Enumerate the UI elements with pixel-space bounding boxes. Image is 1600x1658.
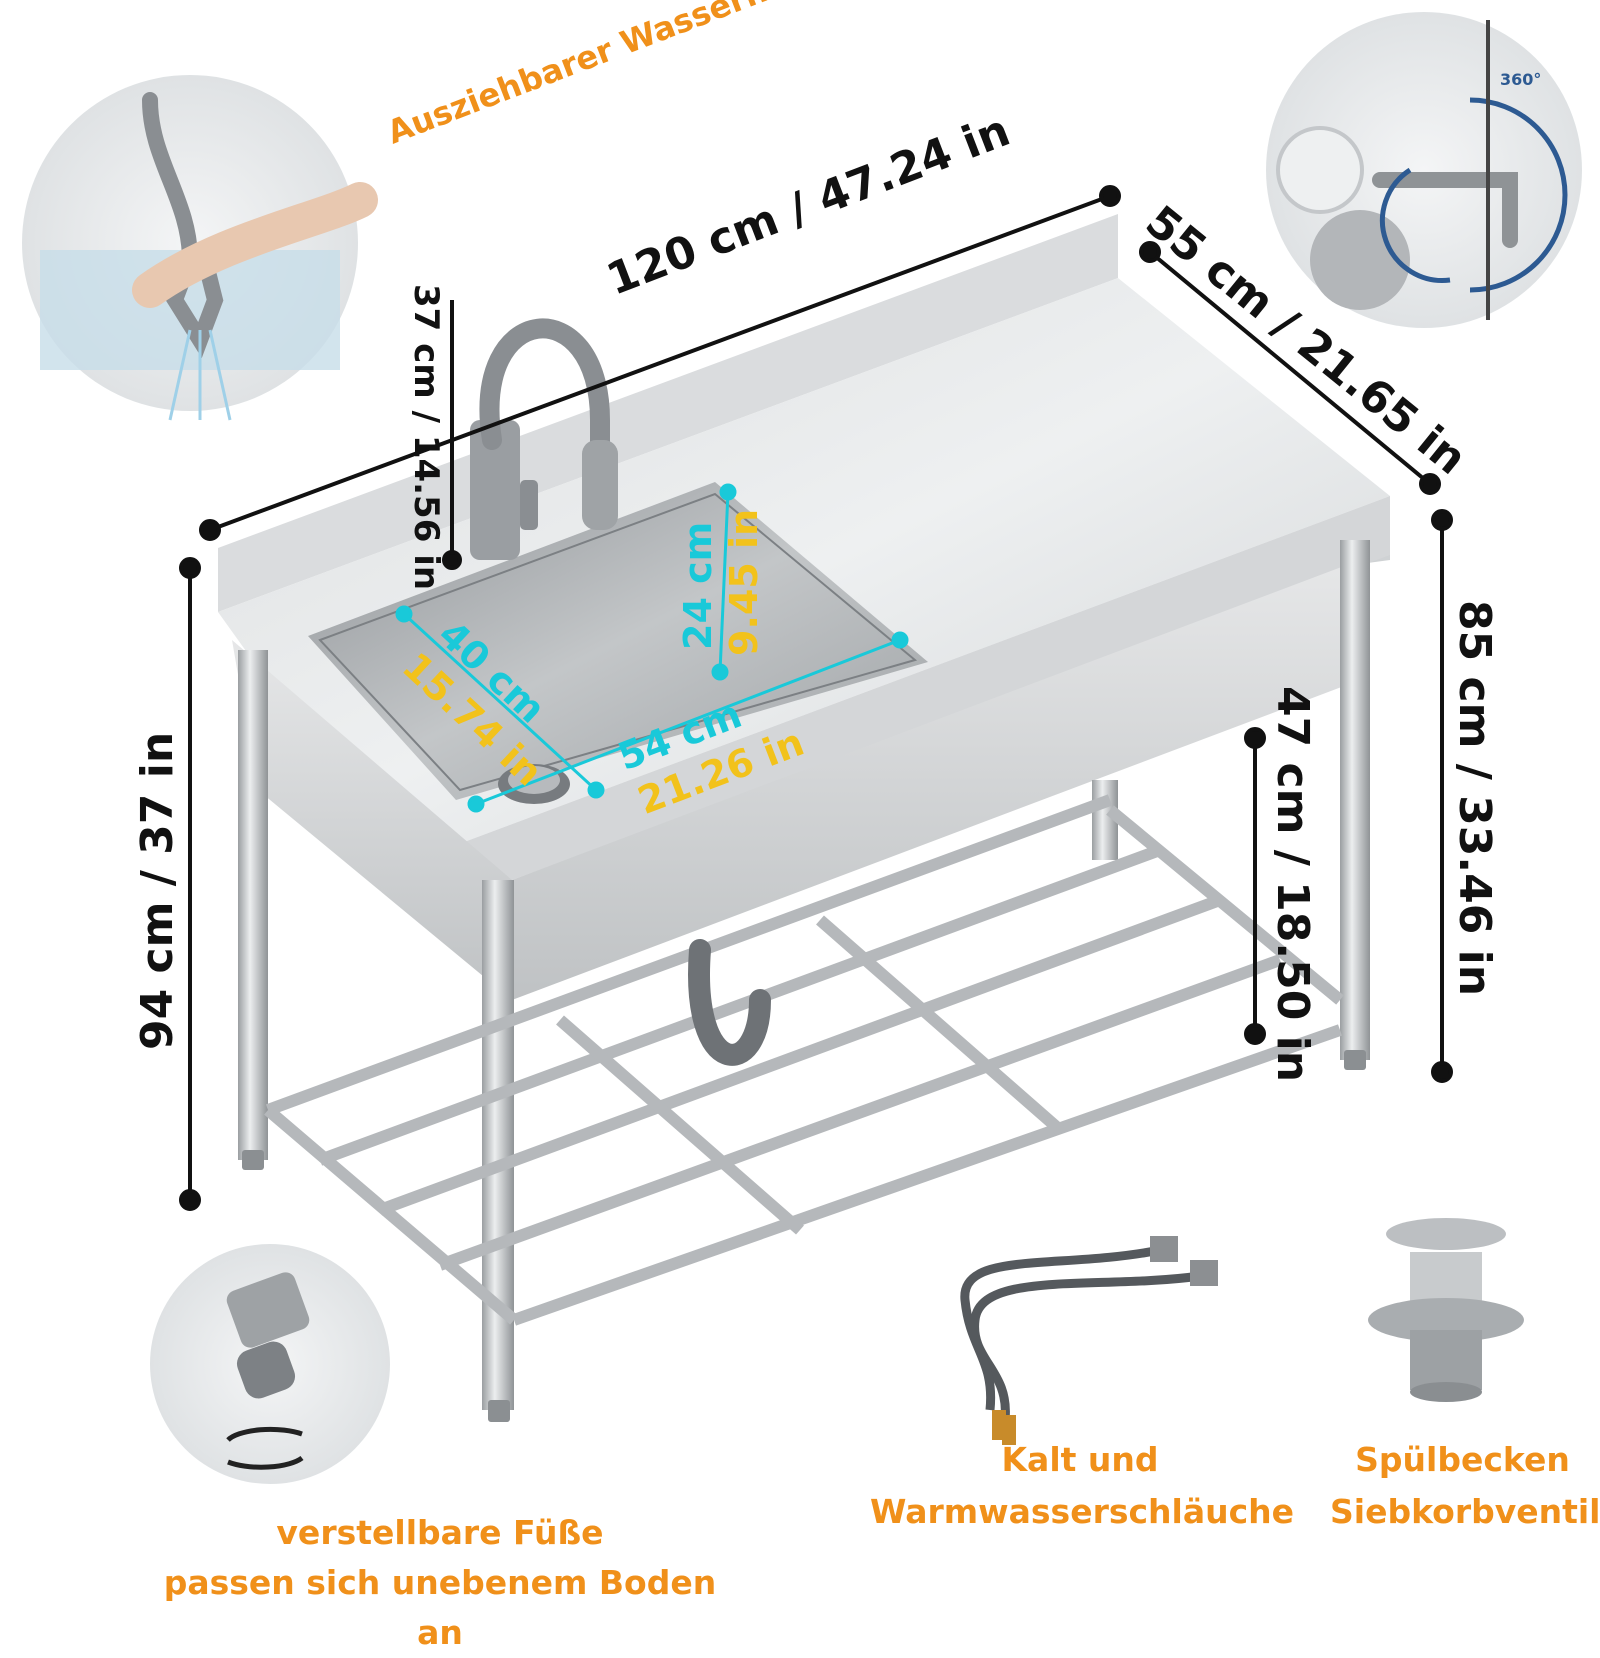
leg-front-right bbox=[1340, 540, 1370, 1060]
strainer-caption: Spülbecken Siebkorbventil bbox=[1330, 1434, 1600, 1538]
sink-basin bbox=[308, 482, 928, 800]
sink-illustration bbox=[22, 12, 1582, 1484]
strainer-basket bbox=[1368, 1218, 1524, 1402]
counter-height-dimension: 85 cm / 33.46 in bbox=[1449, 600, 1500, 997]
total-height-dimension: 94 cm / 37 in bbox=[132, 731, 183, 1050]
drain-hose bbox=[688, 939, 771, 1066]
basin-depth-cm: 24 cm bbox=[676, 521, 720, 650]
water-hoses bbox=[960, 1245, 1201, 1421]
dimension-lines bbox=[179, 185, 1453, 1211]
feet-caption-line2: passen sich unebenem Boden an bbox=[163, 1563, 717, 1652]
apron-left bbox=[232, 640, 512, 1000]
strainer-caption-line1: Spülbecken bbox=[1355, 1440, 1570, 1479]
shelf-height-dimension: 47 cm / 18.50 in bbox=[1267, 686, 1318, 1083]
hoses-caption-line1: Kalt und bbox=[1001, 1440, 1159, 1479]
basin-measure-lines bbox=[395, 483, 909, 813]
rotation-badge: 360° bbox=[1500, 70, 1542, 89]
backsplash-height-dimension: 37 cm / 14.56 in bbox=[406, 284, 446, 591]
hoses-caption-line2: Warmwasserschläuche bbox=[870, 1492, 1295, 1531]
backsplash bbox=[218, 214, 1118, 612]
strainer-caption-line2: Siebkorbventil bbox=[1330, 1492, 1600, 1531]
apron-front bbox=[512, 560, 1360, 1000]
leg-back-left bbox=[238, 650, 268, 1160]
feet-caption: verstellbare Füße passen sich unebenem B… bbox=[140, 1508, 740, 1658]
hoses-caption: Kalt und Warmwasserschläuche bbox=[870, 1434, 1295, 1538]
lower-shelf bbox=[264, 794, 1344, 1326]
feet-caption-line1: verstellbare Füße bbox=[276, 1513, 604, 1552]
basin-depth-in: 9.45 in bbox=[722, 508, 766, 656]
leg-front-left bbox=[482, 880, 514, 1410]
